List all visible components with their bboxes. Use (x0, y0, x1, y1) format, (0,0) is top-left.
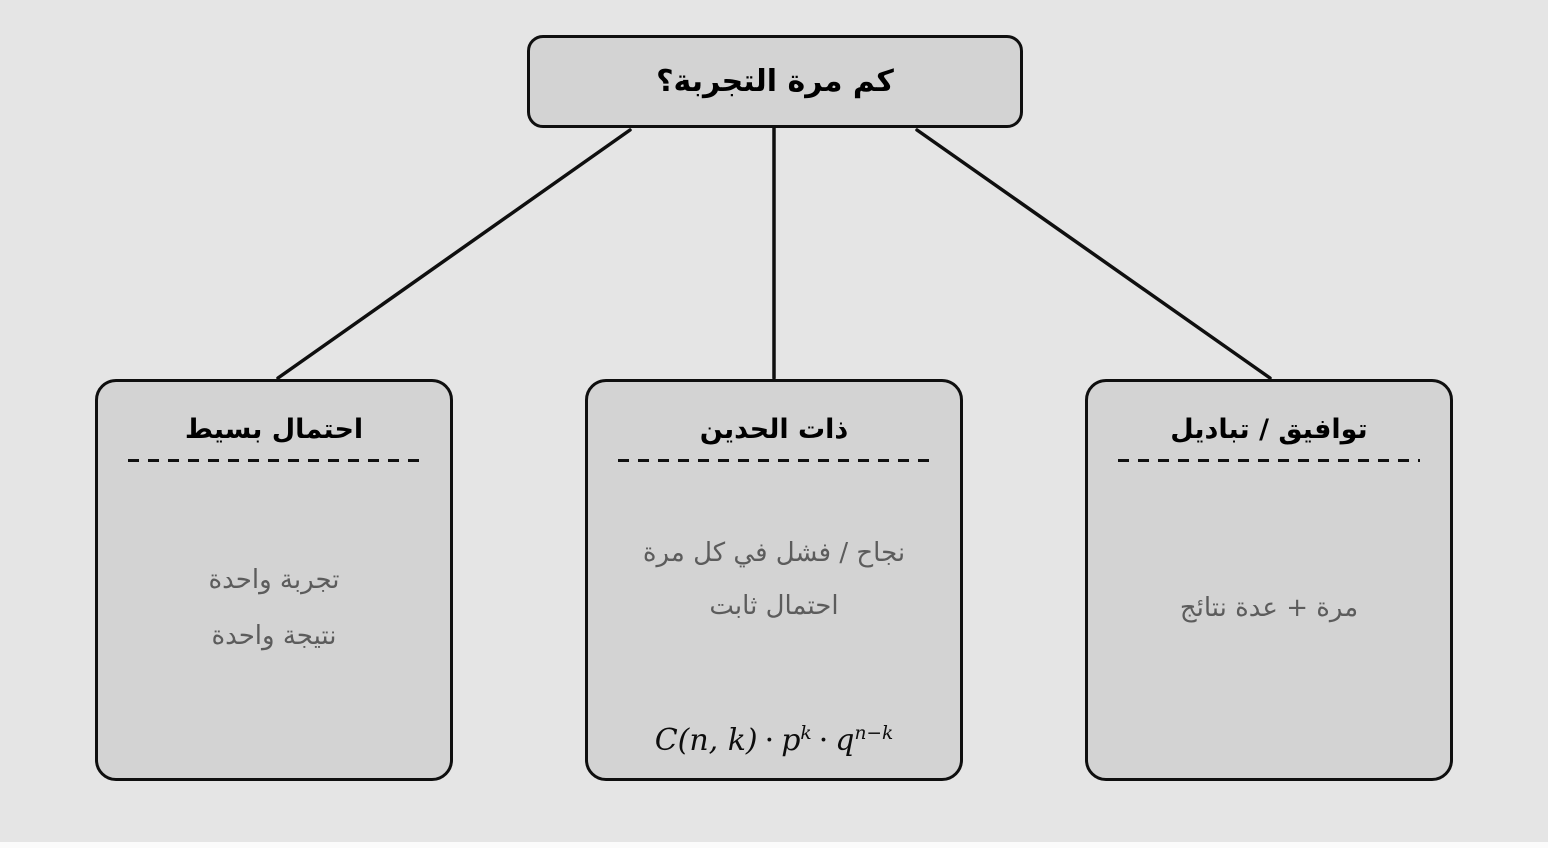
formula-q-base: q (835, 723, 855, 758)
formula-p-base: p (781, 723, 801, 758)
card-binomial: ذات الحدين نجاح / فشل في كل مرة احتمال ث… (585, 379, 963, 781)
dashed-divider (128, 459, 420, 462)
card-note: نجاح / فشل في كل مرة (642, 538, 906, 568)
formula-p-exponent: k (800, 723, 812, 744)
card-note: مرة + عدة نتائج (1179, 593, 1359, 623)
card-title-simple-probability: احتمال بسيط (184, 414, 364, 445)
root-question-node: كم مرة التجربة؟ (527, 35, 1023, 128)
formula-coefficient: C(n, k) (654, 723, 758, 758)
formula-dot-operator: · (764, 723, 775, 758)
card-note: احتمال ثابت (709, 591, 839, 621)
dashed-divider (618, 459, 930, 462)
card-combinations-permutations: توافيق / تباديل مرة + عدة نتائج (1085, 379, 1453, 781)
card-title-combinations-permutations: توافيق / تباديل (1170, 414, 1368, 445)
connector-right-line (915, 128, 1272, 380)
card-title-binomial: ذات الحدين (699, 414, 849, 445)
bottom-edge-strip (0, 842, 1548, 848)
formula-dot-operator: · (818, 723, 829, 758)
card-simple-probability: احتمال بسيط تجربة واحدة نتيجة واحدة (95, 379, 453, 781)
root-question-text: كم مرة التجربة؟ (656, 64, 894, 99)
binomial-formula: C(n, k)·pk·qn−k (588, 721, 960, 761)
dashed-divider (1118, 459, 1420, 462)
card-note: نتيجة واحدة (211, 621, 337, 651)
card-note: تجربة واحدة (208, 565, 340, 595)
formula-q-exponent: n−k (854, 723, 894, 744)
connector-left-line (276, 128, 632, 380)
